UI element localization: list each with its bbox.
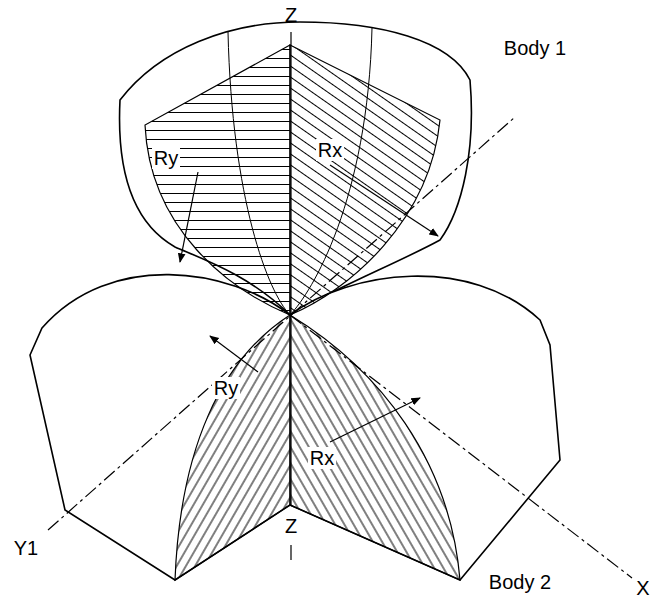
body-label: Body 1 — [502, 37, 568, 59]
meridian-lines — [228, 28, 372, 315]
x-axis — [290, 315, 632, 578]
radius-label: Rx — [316, 139, 344, 161]
lower-right-section — [290, 315, 460, 580]
radius-label: Ry — [212, 377, 240, 399]
axes — [48, 32, 632, 578]
radius-arrows — [180, 165, 438, 442]
axis-label: Y1 — [12, 537, 40, 559]
section-faces — [145, 45, 460, 580]
axis-label: X — [634, 577, 651, 599]
body-label: Body 2 — [487, 571, 553, 593]
z-axis — [290, 32, 291, 505]
upper-left-section — [145, 45, 290, 315]
radius-label: Ry — [152, 147, 180, 169]
z-axis-end — [290, 545, 291, 560]
upper-body-outline — [120, 22, 472, 315]
y-axis — [48, 117, 515, 530]
lower-body-outline — [30, 275, 560, 580]
upper-right-section — [290, 45, 440, 315]
axis-label: Z — [283, 4, 299, 26]
body-outlines — [30, 22, 560, 580]
axis-label: Z — [283, 515, 299, 537]
lower-left-section — [175, 315, 290, 580]
radius-label: Rx — [308, 447, 336, 469]
